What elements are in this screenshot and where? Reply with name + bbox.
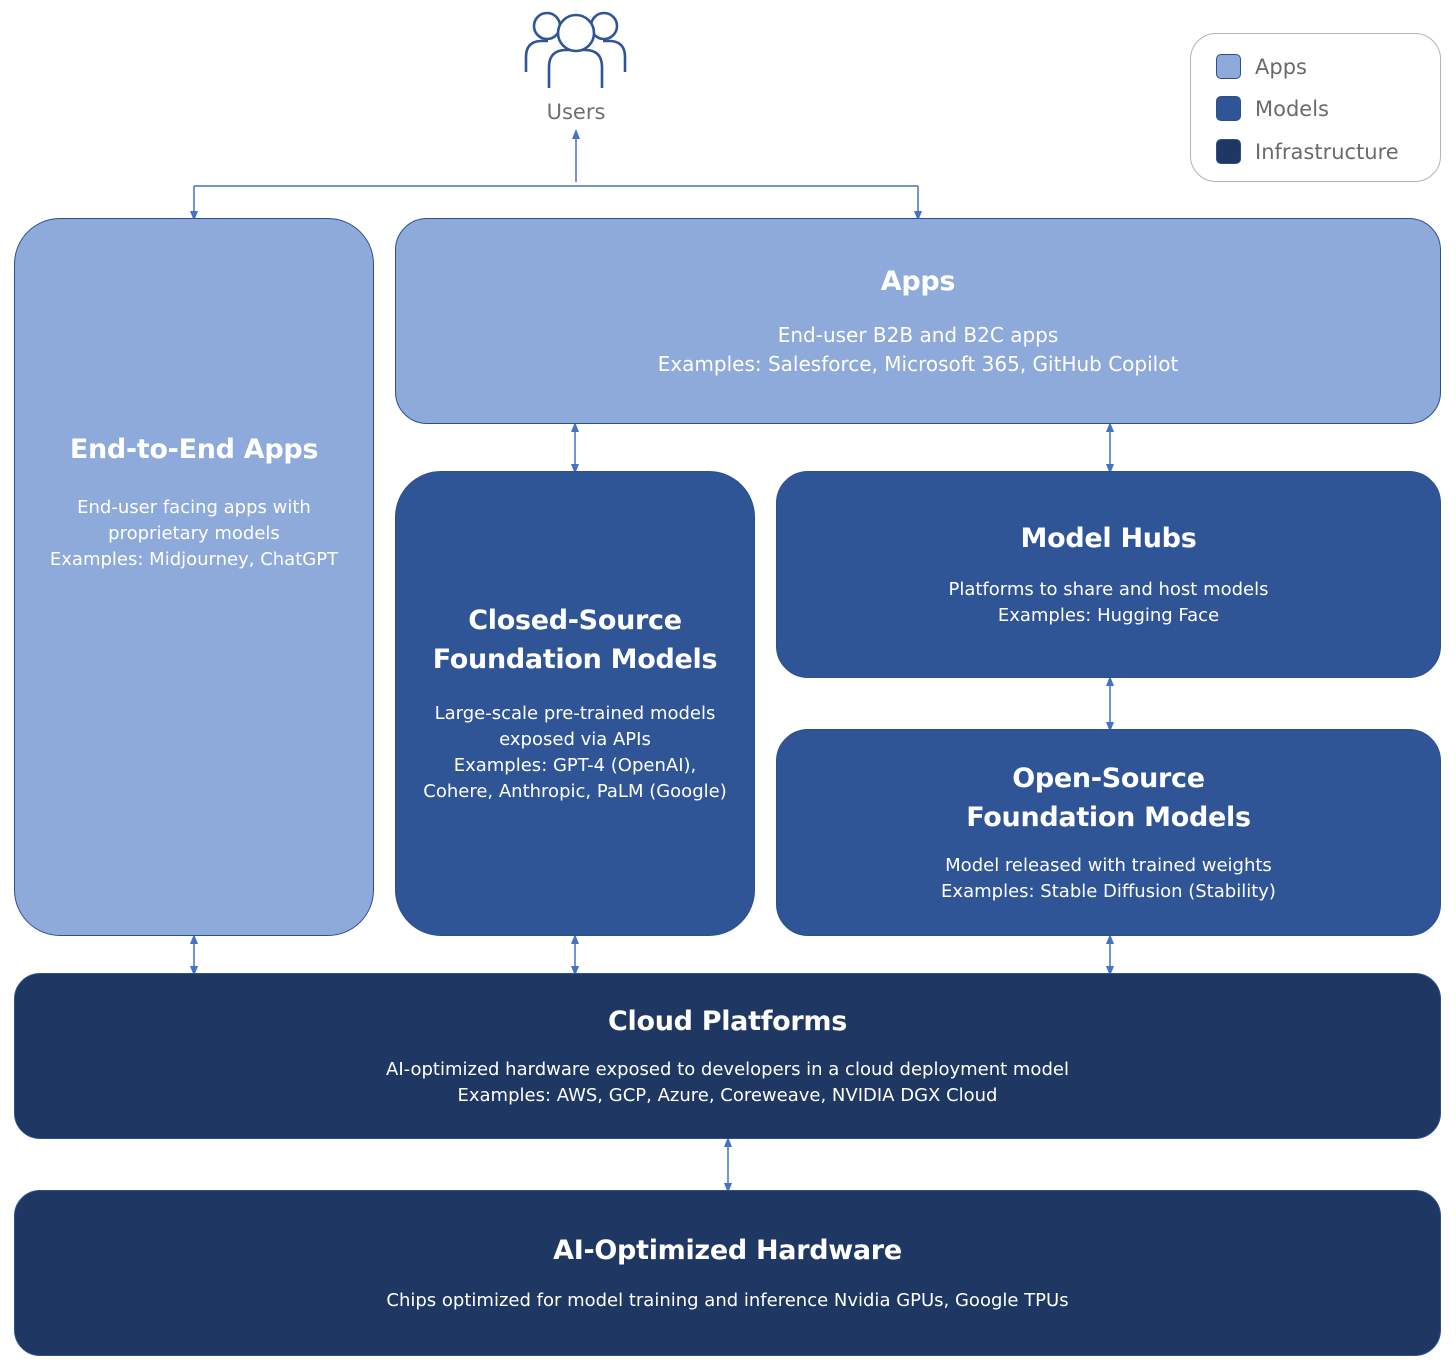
- legend-item-infrastructure: Infrastructure: [1216, 139, 1399, 164]
- box-description: End-user facing apps with proprietary mo…: [49, 497, 339, 571]
- legend-swatch-infrastructure: [1216, 139, 1241, 164]
- box-title: Closed-Source Foundation Models: [432, 605, 718, 675]
- box-description: Platforms to share and host models Examp…: [948, 578, 1269, 626]
- open-source-models-box: Open-Source Foundation Models Model rele…: [776, 729, 1441, 936]
- users-label: Users: [546, 100, 606, 124]
- end-to-end-apps-box: End-to-End Apps End-user facing apps wit…: [14, 218, 374, 936]
- legend: Apps Models Infrastructure: [1190, 33, 1441, 182]
- box-title: Cloud Platforms: [607, 1005, 848, 1037]
- users-group-icon: [524, 11, 627, 88]
- apps-box: Apps End-user B2B and B2C apps Examples:…: [395, 218, 1441, 424]
- legend-swatch-models: [1216, 96, 1241, 121]
- box-title: Model Hubs: [1020, 523, 1197, 555]
- ai-optimized-hardware-box: AI-Optimized Hardware Chips optimized fo…: [14, 1190, 1441, 1356]
- legend-label: Apps: [1255, 54, 1307, 79]
- box-title: Apps: [880, 265, 956, 297]
- legend-swatch-apps: [1216, 54, 1241, 79]
- box-title: AI-Optimized Hardware: [553, 1234, 902, 1266]
- legend-item-apps: Apps: [1216, 54, 1307, 79]
- closed-source-models-box: Closed-Source Foundation Models Large-sc…: [395, 471, 755, 936]
- legend-label: Models: [1255, 96, 1329, 121]
- legend-label: Infrastructure: [1255, 139, 1399, 164]
- legend-item-models: Models: [1216, 96, 1329, 121]
- box-description: Large-scale pre-trained models exposed v…: [423, 702, 727, 802]
- box-title: Open-Source Foundation Models: [966, 763, 1251, 833]
- model-hubs-box: Model Hubs Platforms to share and host m…: [776, 471, 1441, 678]
- box-description: Model released with trained weights Exam…: [941, 854, 1276, 902]
- box-description: Chips optimized for model training and i…: [386, 1290, 1069, 1312]
- box-title: End-to-End Apps: [69, 433, 319, 465]
- cloud-platforms-box: Cloud Platforms AI-optimized hardware ex…: [14, 973, 1441, 1139]
- box-description: AI-optimized hardware exposed to develop…: [386, 1059, 1069, 1107]
- box-description: End-user B2B and B2C apps Examples: Sale…: [657, 323, 1179, 377]
